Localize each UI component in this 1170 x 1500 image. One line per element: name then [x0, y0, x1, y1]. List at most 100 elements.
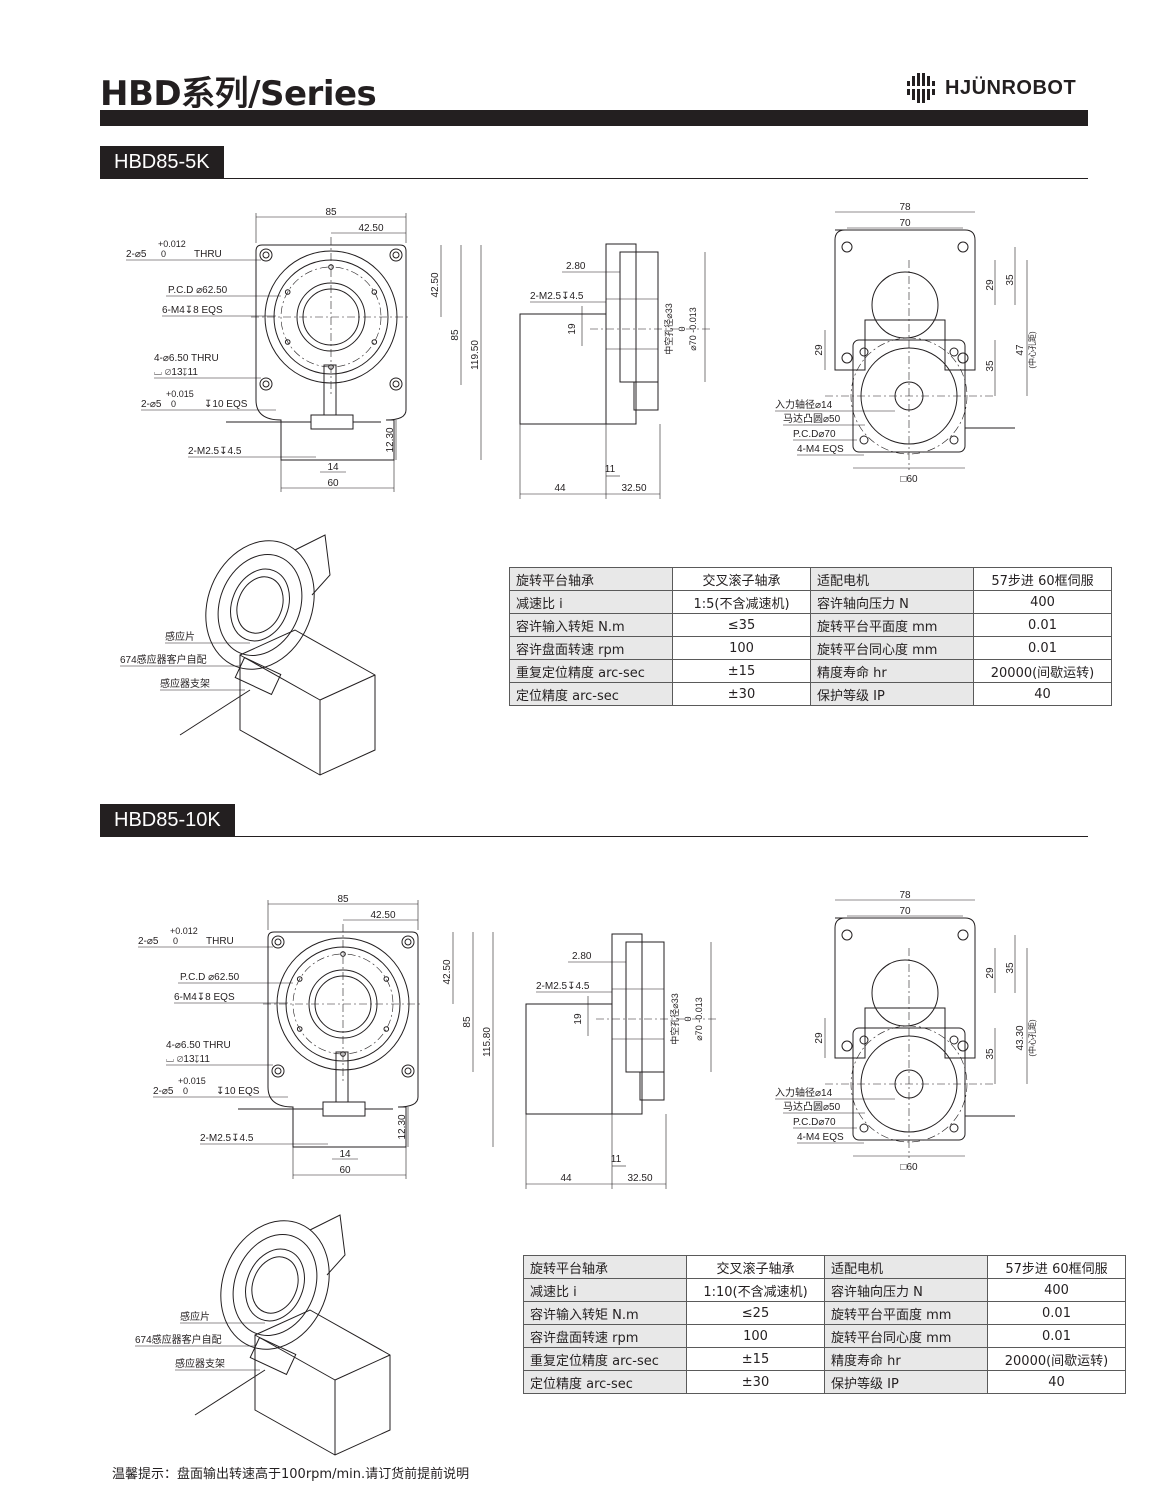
spec-value: 400 — [973, 590, 1112, 614]
dimension-label: 35 — [1005, 274, 1016, 286]
page-title: HBD系列/Series — [100, 74, 377, 114]
spec-label: 减速比 i — [523, 1278, 687, 1302]
dimension-label: 11 — [611, 1154, 622, 1165]
dimension-label: 35 — [985, 360, 996, 372]
dimension-label: 70 — [899, 906, 911, 917]
dimension-label: 119.50 — [470, 340, 481, 370]
spec-value: 40 — [987, 1370, 1126, 1394]
dimension-label: 78 — [899, 890, 911, 901]
dimension-label: THRU — [194, 249, 222, 260]
dimension-label: 29 — [814, 344, 825, 356]
section-rule — [100, 178, 1088, 179]
dimension-label: 感应器支架 — [175, 1357, 225, 1370]
dimension-label: 14 — [339, 1149, 351, 1160]
spec-label: 保护等级 IP — [824, 1370, 988, 1394]
spec-value: 0.01 — [987, 1324, 1126, 1348]
spec-value: 交叉滚子轴承 — [672, 567, 811, 591]
spec-label: 容许输入转矩 N.m — [523, 1301, 687, 1325]
dimension-label: 4-⌀6.50 THRU — [166, 1040, 231, 1051]
section-rule — [100, 836, 1088, 837]
dimension-label: 4-⌀6.50 THRU — [154, 353, 219, 364]
dimension-label: 42.50 — [358, 223, 383, 234]
dimension-label: 感应器支架 — [160, 677, 210, 690]
dimension-label: 85 — [325, 207, 337, 218]
dimension-label: ⌴ ⌀13↧11 — [154, 367, 198, 378]
footer-note: 温馨提示：盘面输出转速高于100rpm/min.请订货前提前说明 — [112, 1467, 470, 1482]
dimension-label: 14 — [327, 462, 339, 473]
dimension-label: 78 — [899, 202, 911, 213]
dimension-label: 感应片 — [180, 1310, 210, 1323]
section-tab-hbd85-5k: HBD85-5K — [100, 146, 224, 179]
dimension-label: 4-M4 EQS — [797, 444, 844, 455]
dimension-label: 115.80 — [482, 1027, 493, 1057]
spec-label: 精度寿命 hr — [810, 659, 974, 683]
spec-label: 定位精度 arc-sec — [509, 682, 673, 706]
brand-name: HJÜNROBOT — [945, 76, 1077, 99]
spec-value: 0.01 — [973, 636, 1112, 660]
dimension-label: 2-M2.5↧4.5 — [536, 981, 590, 992]
spec-value: 1:5(不含减速机) — [672, 590, 811, 614]
spec-value: ≤35 — [672, 613, 811, 637]
dimension-label: 入力轴径⌀14 — [775, 398, 833, 411]
dimension-label: 70 — [899, 218, 911, 229]
dimension-label: 674感应器客户自配 — [120, 653, 207, 666]
spec-value: 20000(间歇运转) — [987, 1347, 1126, 1371]
dimension-label: 44 — [554, 483, 566, 494]
dimension-label: 19 — [567, 323, 578, 335]
spec-value: 交叉滚子轴承 — [686, 1255, 825, 1279]
spec-value: 0.01 — [987, 1301, 1126, 1325]
spec-label: 旋转平台同心度 mm — [810, 636, 974, 660]
spec-label: 容许盘面转速 rpm — [509, 636, 673, 660]
spec-value: ±30 — [686, 1370, 825, 1394]
dimension-label: 35 — [985, 1048, 996, 1060]
dimension-label: 2-⌀5 — [153, 1086, 174, 1097]
dimension-label: 29 — [814, 1032, 825, 1044]
spec-label: 旋转平台轴承 — [523, 1255, 687, 1279]
brand-logo-icon — [906, 73, 937, 103]
spec-value: ±30 — [672, 682, 811, 706]
dimension-label: 4-M4 EQS — [797, 1132, 844, 1143]
dimension-label: 35 — [1005, 962, 1016, 974]
spec-label: 重复定位精度 arc-sec — [509, 659, 673, 683]
dimension-label: P.C.D⌀70 — [793, 429, 836, 440]
spec-label: 减速比 i — [509, 590, 673, 614]
dimension-label: +0.015 — [166, 389, 194, 399]
dimension-label: 32.50 — [621, 483, 646, 494]
spec-label: 旋转平台平面度 mm — [824, 1301, 988, 1325]
dimension-label: 29 — [985, 967, 996, 979]
dimension-label: 85 — [337, 894, 349, 905]
spec-value: 57步进 60框伺服 — [973, 567, 1112, 591]
spec-label: 旋转平台轴承 — [509, 567, 673, 591]
dimension-label: +0.012 — [170, 926, 198, 936]
dimension-label: P.C.D⌀70 — [793, 1117, 836, 1128]
dimension-label: ↧10 EQS — [204, 399, 248, 410]
dimension-label: 29 — [985, 279, 996, 291]
dimension-label: 0 — [173, 936, 178, 946]
spec-label: 旋转平台同心度 mm — [824, 1324, 988, 1348]
plate-outline — [267, 931, 419, 1148]
spec-label: 定位精度 arc-sec — [523, 1370, 687, 1394]
spec-value: 0.01 — [973, 613, 1112, 637]
dimension-label: 0 — [677, 326, 687, 331]
spec-label: 容许输入转矩 N.m — [509, 613, 673, 637]
dimension-label: 2-M2.5↧4.5 — [530, 291, 584, 302]
dimension-label: □60 — [900, 1162, 918, 1173]
spec-label: 保护等级 IP — [810, 682, 974, 706]
dimension-label: 2.80 — [566, 261, 586, 272]
spec-label: 重复定位精度 arc-sec — [523, 1347, 687, 1371]
dimension-label: □60 — [900, 474, 918, 485]
dimension-label: 12.30 — [385, 427, 396, 452]
dimension-label: 42.50 — [442, 959, 453, 984]
